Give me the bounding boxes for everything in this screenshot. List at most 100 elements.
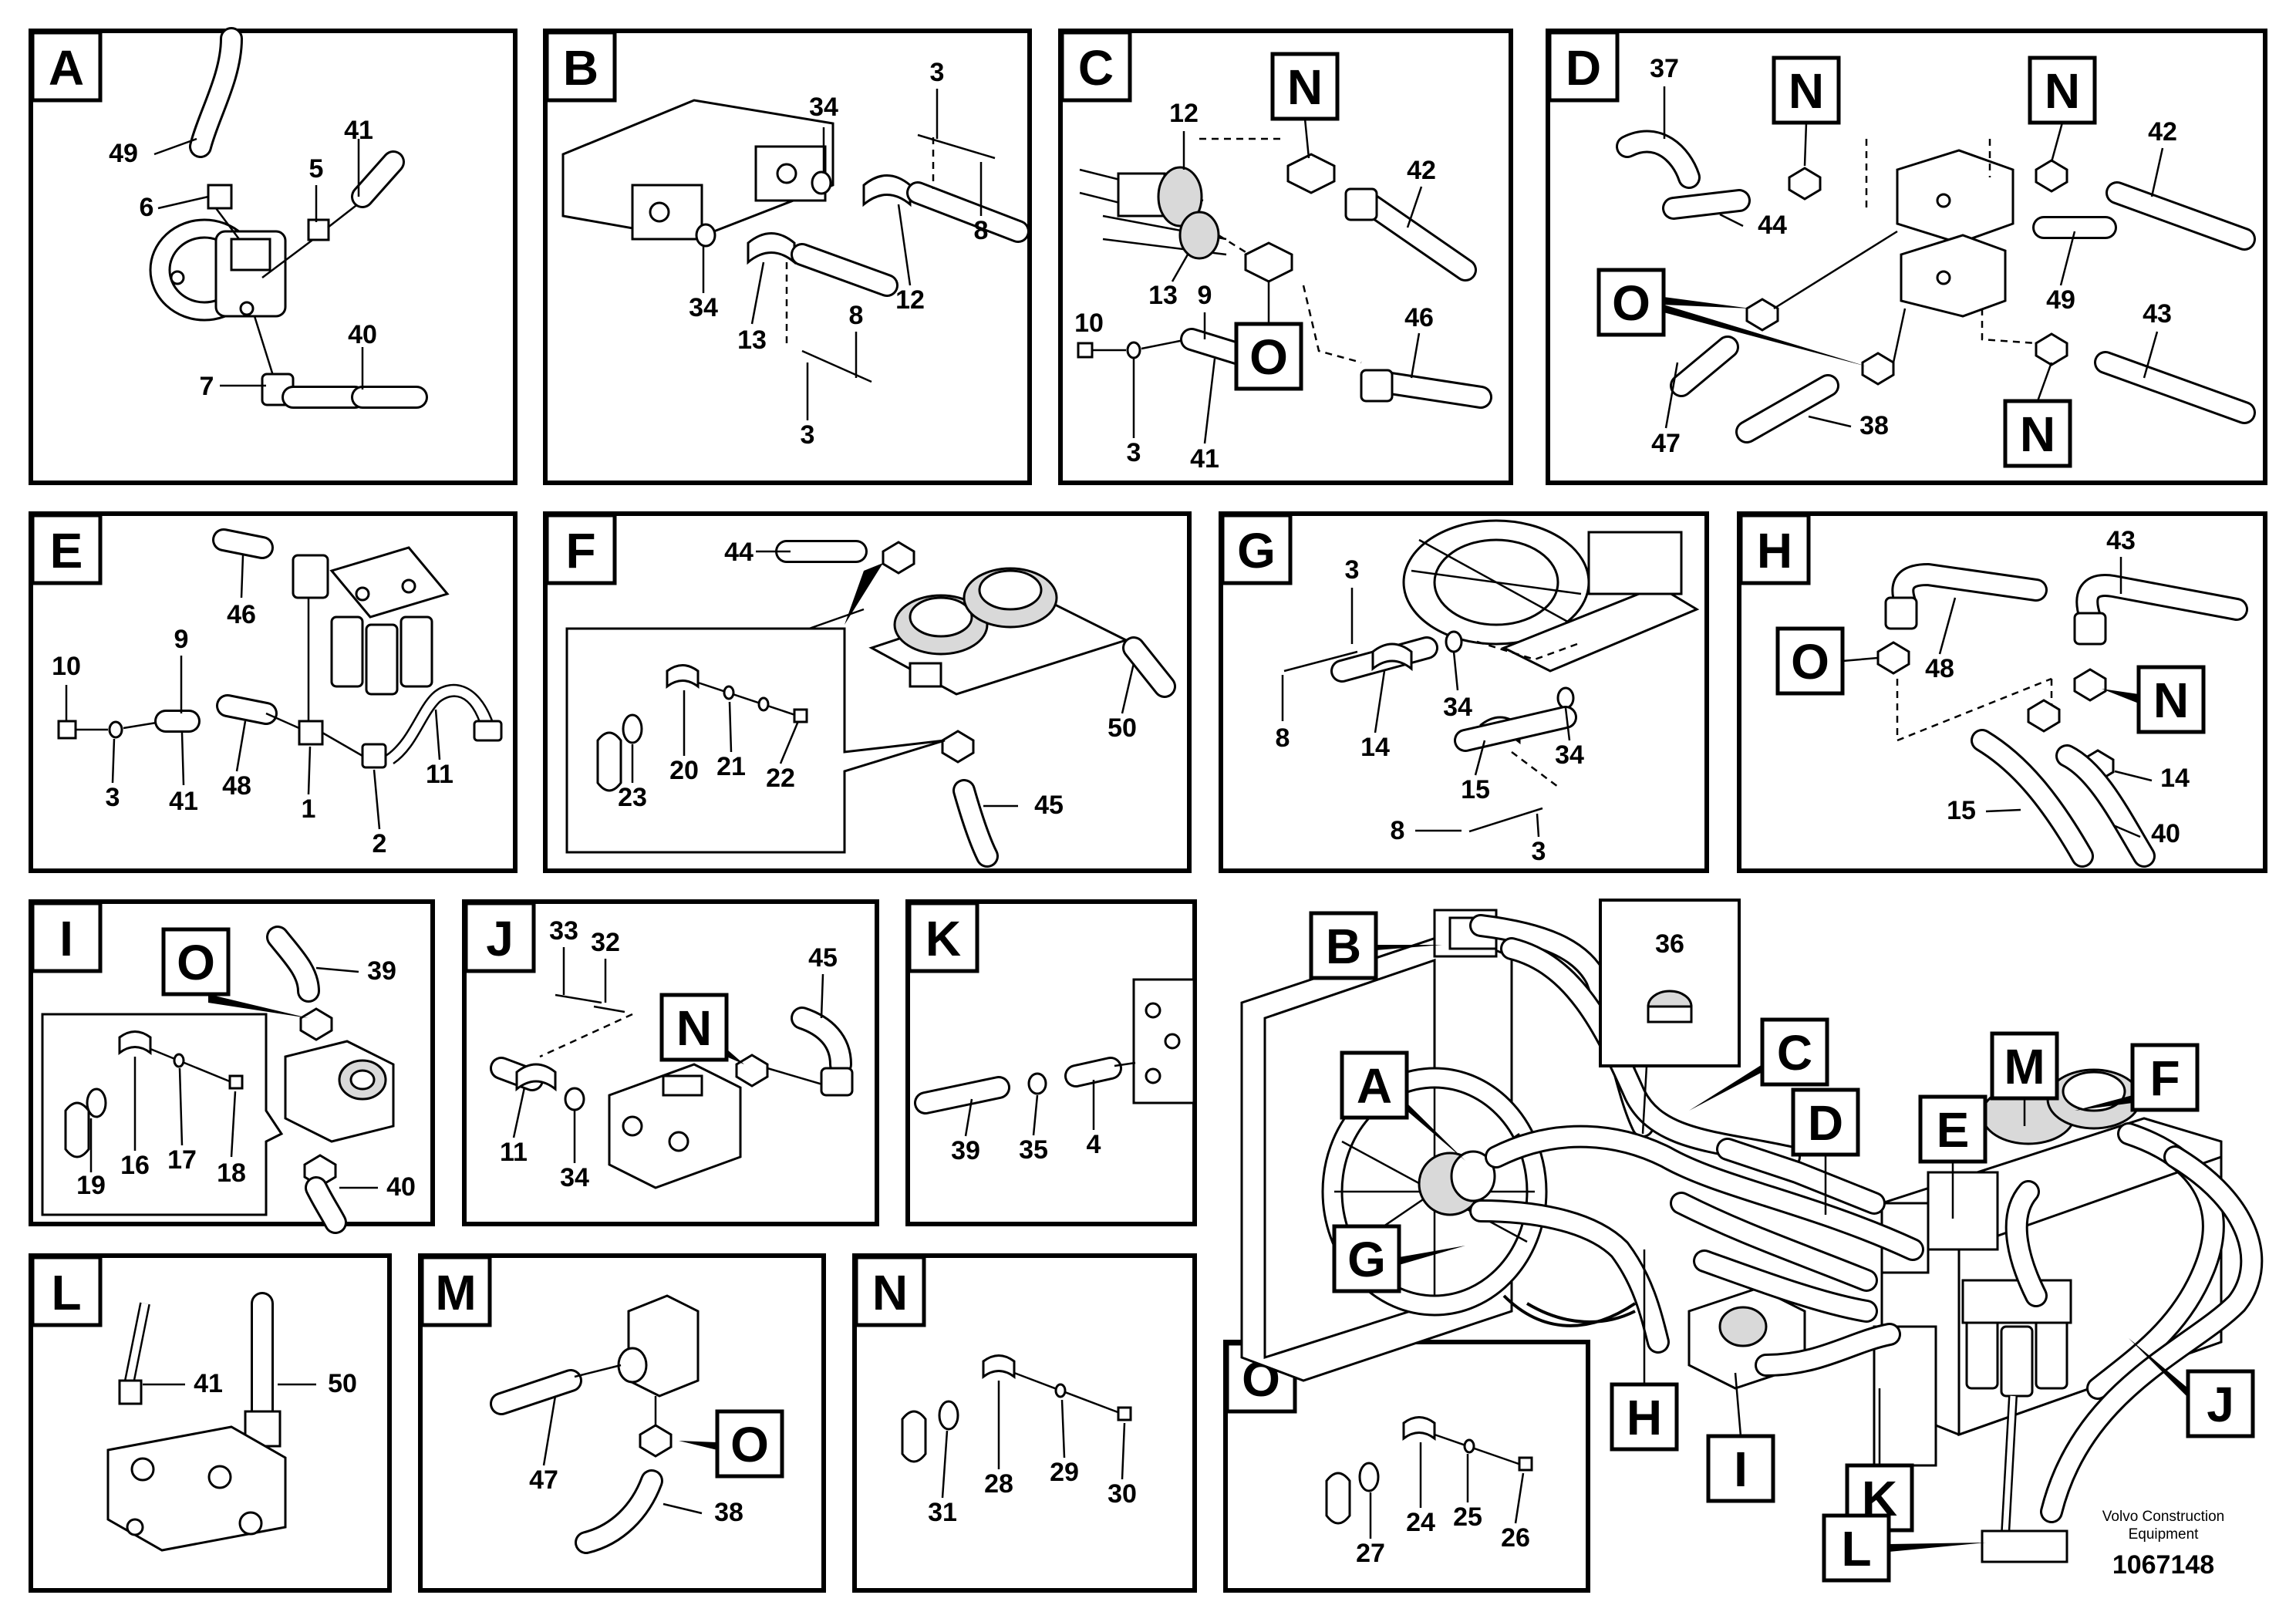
panel-j-tag: J	[486, 911, 514, 966]
label-34: 34	[809, 93, 838, 122]
flange-half-27	[1325, 1472, 1351, 1525]
label-9: 9	[1198, 281, 1212, 310]
label-1: 1	[302, 794, 316, 824]
label-40: 40	[386, 1172, 416, 1202]
panel-i-tag: I	[59, 911, 73, 966]
label-6: 6	[140, 193, 154, 222]
panel-e: E 46 10 9 3 4	[29, 511, 518, 873]
label-47: 47	[1651, 429, 1681, 458]
label-48: 48	[1925, 654, 1954, 683]
panel-f: F 44 50 23 20 21	[543, 511, 1192, 873]
label-18: 18	[217, 1158, 246, 1188]
label-48: 48	[222, 771, 251, 801]
overview-tag-e: E	[1937, 1102, 1970, 1158]
label-34: 34	[560, 1163, 589, 1192]
label-43: 43	[2143, 299, 2172, 329]
label-32: 32	[591, 928, 620, 957]
panel-l-tag: L	[51, 1265, 81, 1320]
label-50: 50	[328, 1369, 357, 1398]
panel-h-tag: H	[1757, 523, 1792, 578]
panel-e-tag: E	[50, 523, 83, 578]
label-26: 26	[1501, 1523, 1530, 1553]
callout-o: O	[177, 935, 215, 990]
label-11: 11	[426, 760, 453, 789]
label-34: 34	[1443, 693, 1472, 722]
panel-g: G 3 8 14 34 34 15 8 3	[1219, 511, 1709, 873]
label-34b: 34	[1555, 740, 1584, 770]
label-40: 40	[348, 320, 377, 349]
label-8: 8	[1276, 723, 1290, 753]
panel-n: N 31 28 29 30	[852, 1253, 1197, 1593]
callout-o: O	[730, 1417, 769, 1472]
o-ring-34	[811, 170, 832, 195]
panel-d-tag: D	[1566, 40, 1601, 96]
label-25: 25	[1453, 1502, 1482, 1532]
label-34b: 34	[689, 293, 718, 322]
label-33: 33	[549, 916, 578, 946]
label-47: 47	[529, 1465, 558, 1495]
label-43: 43	[2106, 526, 2136, 555]
brand-footer: Volvo Construction Equipment 1067148	[2102, 1509, 2224, 1580]
label-8b: 8	[849, 301, 864, 330]
manifold-block	[561, 99, 834, 241]
panel-h: H 43 48 14 15 40 O N	[1737, 511, 2267, 873]
callout-o: O	[1612, 275, 1650, 331]
manifold-block-d	[1896, 149, 2014, 318]
bolt-26	[1518, 1456, 1533, 1472]
flange-half-31	[901, 1410, 927, 1463]
valve-l	[1981, 1529, 2068, 1563]
label-31: 31	[928, 1498, 957, 1527]
label-20: 20	[669, 756, 699, 785]
label-28: 28	[984, 1469, 1013, 1499]
label-40: 40	[2151, 819, 2180, 848]
document-number: 1067148	[2112, 1550, 2214, 1580]
callout-o: O	[1249, 329, 1288, 385]
panel-a: A 49 6 5 41 40	[29, 27, 518, 485]
label-10: 10	[1074, 309, 1104, 338]
fan-guard	[1402, 519, 1700, 673]
label-21: 21	[716, 752, 746, 781]
overview-tag-g: G	[1347, 1232, 1386, 1287]
label-41: 41	[194, 1369, 223, 1398]
label-13: 13	[737, 325, 767, 355]
washer-25	[1463, 1438, 1475, 1454]
flange-half-23	[596, 731, 622, 792]
label-3b: 3	[1532, 837, 1546, 866]
label-14: 14	[2160, 764, 2190, 793]
flange-half-28	[982, 1354, 1016, 1379]
overview-tag-b: B	[1326, 919, 1361, 974]
label-39: 39	[367, 956, 396, 986]
label-49: 49	[2046, 285, 2075, 315]
label-3: 3	[1345, 555, 1360, 585]
label-16: 16	[120, 1151, 150, 1180]
label-36: 36	[1655, 929, 1684, 959]
label-45: 45	[1034, 791, 1064, 820]
filter-manifold	[329, 546, 450, 696]
o-ring-31	[938, 1400, 959, 1431]
label-41: 41	[169, 787, 198, 816]
valve-block-l	[106, 1425, 287, 1552]
brand-line-2: Equipment	[2129, 1526, 2200, 1543]
overview-tag-l: L	[1841, 1521, 1871, 1576]
label-5: 5	[309, 154, 324, 184]
panel-d: D 37 44 42	[1546, 29, 2267, 485]
overview-tag-j: J	[2207, 1377, 2234, 1432]
panel-n-tag: N	[872, 1265, 908, 1320]
callout-n-3: N	[2020, 406, 2055, 462]
label-3: 3	[1127, 438, 1141, 467]
panel-m-tag: M	[435, 1265, 476, 1320]
label-44: 44	[724, 538, 754, 567]
overview-tag-f: F	[2149, 1050, 2180, 1106]
label-15: 15	[1947, 796, 1976, 825]
label-13: 13	[1148, 281, 1178, 310]
gear-pump	[284, 1040, 395, 1143]
panel-l: L 41 50	[29, 1253, 392, 1593]
label-2: 2	[373, 829, 387, 858]
label-42: 42	[2148, 117, 2177, 147]
label-3b: 3	[801, 420, 815, 450]
panel-g-tag: G	[1237, 523, 1276, 578]
label-46: 46	[1404, 303, 1434, 332]
label-46: 46	[227, 600, 256, 629]
overview-tag-m: M	[2004, 1039, 2045, 1094]
